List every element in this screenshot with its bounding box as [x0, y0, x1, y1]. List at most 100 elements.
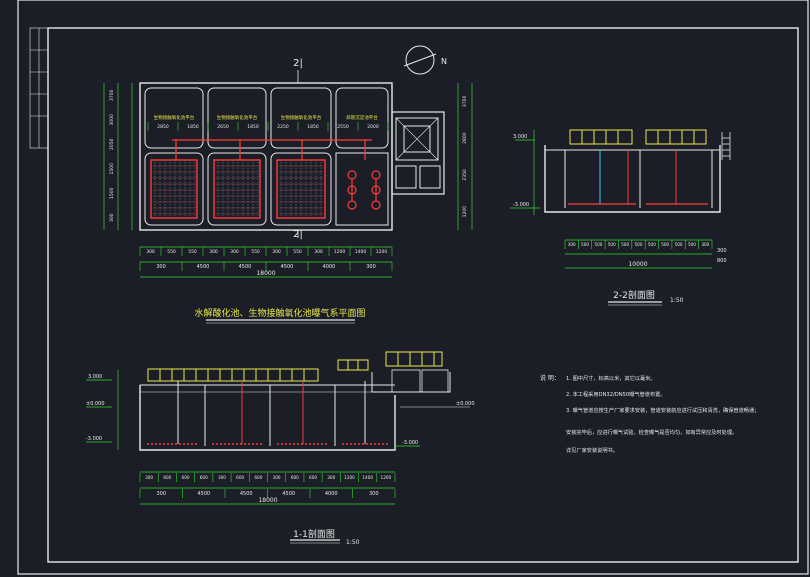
- notes-line: 详见厂家安装说明书。: [566, 446, 618, 454]
- dimension-label: 2350: [462, 169, 468, 181]
- dimension-label: 1200: [376, 249, 388, 255]
- diffuser-head: [358, 443, 360, 445]
- dimension-label: 600: [182, 475, 190, 480]
- diffuser-head: [350, 443, 352, 445]
- section-1-1: 3.000 ±0.000 -3.000: [86, 351, 475, 546]
- diffuser-head: [325, 443, 327, 445]
- notes-heading: 说 明：: [540, 374, 560, 382]
- dimension-label: 2050: [109, 138, 115, 150]
- dimension-label: 600: [163, 475, 171, 480]
- dimension-label: 4500: [281, 264, 294, 270]
- dimension-label: 300: [568, 242, 576, 247]
- dimension-label: 300: [366, 264, 376, 270]
- diffuser-head: [159, 443, 161, 445]
- dimension-label: 300: [314, 249, 323, 255]
- chamber-label: 生物接触氧化池平台: [154, 114, 195, 121]
- dimension-label: 500: [675, 242, 683, 247]
- dimension-label: 550: [167, 249, 176, 255]
- plan-total-dim: 18000: [256, 270, 275, 277]
- diffuser-head: [285, 443, 287, 445]
- s22-side-dim: 300: [717, 248, 727, 254]
- elev-label: -3.000: [86, 436, 102, 442]
- notes-line: 3. 曝气管道应按生产厂家要求安装，管道安装前应进行试压和清洗，确保管道畅通；: [566, 406, 759, 414]
- dimension-label: 2250: [277, 124, 289, 130]
- plan-chamber: [207, 152, 267, 226]
- diffuser-head: [252, 443, 254, 445]
- dimension-label: 1500: [109, 163, 115, 175]
- dimension-label: 300: [369, 491, 379, 497]
- diffuser-head: [386, 443, 388, 445]
- plan-chamber: [144, 87, 204, 149]
- dimension-label: 4500: [282, 491, 295, 497]
- dimension-label: 500: [648, 242, 656, 247]
- dimension-label: 2800: [462, 132, 468, 144]
- dimension-label: 4500: [240, 491, 253, 497]
- dimension-label: 300: [146, 249, 155, 255]
- diffuser-head: [236, 443, 238, 445]
- section-2-2-title: 2-2剖面图: [613, 289, 655, 301]
- diffuser-head: [220, 443, 222, 445]
- outer-frame: [17, 0, 809, 575]
- dimension-label: 300: [156, 264, 166, 270]
- dimension-label: 1400: [362, 475, 373, 480]
- chamber-label: 生物接触氧化池平台: [281, 114, 322, 121]
- diffuser-head: [382, 443, 384, 445]
- sludge-hopper-inner: [403, 125, 431, 153]
- plan-chamber: [270, 87, 332, 149]
- handrail: [569, 129, 707, 145]
- dimension-label: 550: [293, 249, 302, 255]
- dimension-label: 500: [621, 242, 629, 247]
- diffuser-head: [216, 443, 218, 445]
- diffuser-head: [309, 443, 311, 445]
- chamber-label: 生物接触氧化池平台: [217, 114, 258, 121]
- dimension-label: 600: [200, 475, 208, 480]
- dimension-label: 1500: [109, 187, 115, 199]
- dimension-label: 300: [156, 491, 166, 497]
- diffuser-head: [256, 443, 258, 445]
- plan-chamber: [144, 152, 204, 226]
- diffuser-head: [187, 443, 189, 445]
- diffuser-head: [224, 443, 226, 445]
- notes-line: 安装完毕后，应进行曝气试验，检查曝气是否均匀，如有异常应及时处理。: [566, 428, 737, 436]
- diffuser-head: [232, 443, 234, 445]
- dimension-label: 4000: [325, 491, 338, 497]
- diffuser-head: [183, 443, 185, 445]
- diffuser-head: [289, 443, 291, 445]
- dimension-label: 500: [635, 242, 643, 247]
- dimension-label: 1200: [344, 475, 355, 480]
- diffuser-head: [374, 443, 376, 445]
- dimension-label: 600: [309, 475, 317, 480]
- dimension-label: 300: [230, 249, 239, 255]
- dimension-label: 550: [188, 249, 197, 255]
- diffuser-head: [151, 443, 153, 445]
- diffuser-head: [228, 443, 230, 445]
- dimension-label: 4500: [197, 491, 210, 497]
- elev-label: 3.000: [88, 374, 102, 380]
- diffuser-head: [317, 443, 319, 445]
- dimension-label: 2550: [337, 124, 349, 130]
- diffuser-head: [179, 443, 181, 445]
- sludge-tank: [391, 111, 445, 195]
- diffuser-head: [313, 443, 315, 445]
- dimension-label: 300: [218, 475, 226, 480]
- section-2-2-scale: 1:50: [670, 297, 684, 304]
- elev-label: -3.000: [402, 440, 418, 446]
- sludge-hopper: [395, 117, 439, 161]
- diffuser-head: [301, 443, 303, 445]
- diffuser-head: [321, 443, 323, 445]
- diffuser-head: [147, 443, 149, 445]
- s22-total-dim: 10000: [628, 261, 647, 268]
- aeration-grid-frame: [213, 159, 261, 219]
- dimension-label: 1200: [334, 249, 346, 255]
- s22-side-dim: 800: [717, 258, 727, 264]
- dimension-label: 600: [254, 475, 262, 480]
- diffuser-head: [293, 443, 295, 445]
- diffuser-head: [240, 443, 242, 445]
- dimension-label: 1850: [247, 124, 259, 130]
- dimension-label: 550: [251, 249, 260, 255]
- dimension-label: 4500: [239, 264, 252, 270]
